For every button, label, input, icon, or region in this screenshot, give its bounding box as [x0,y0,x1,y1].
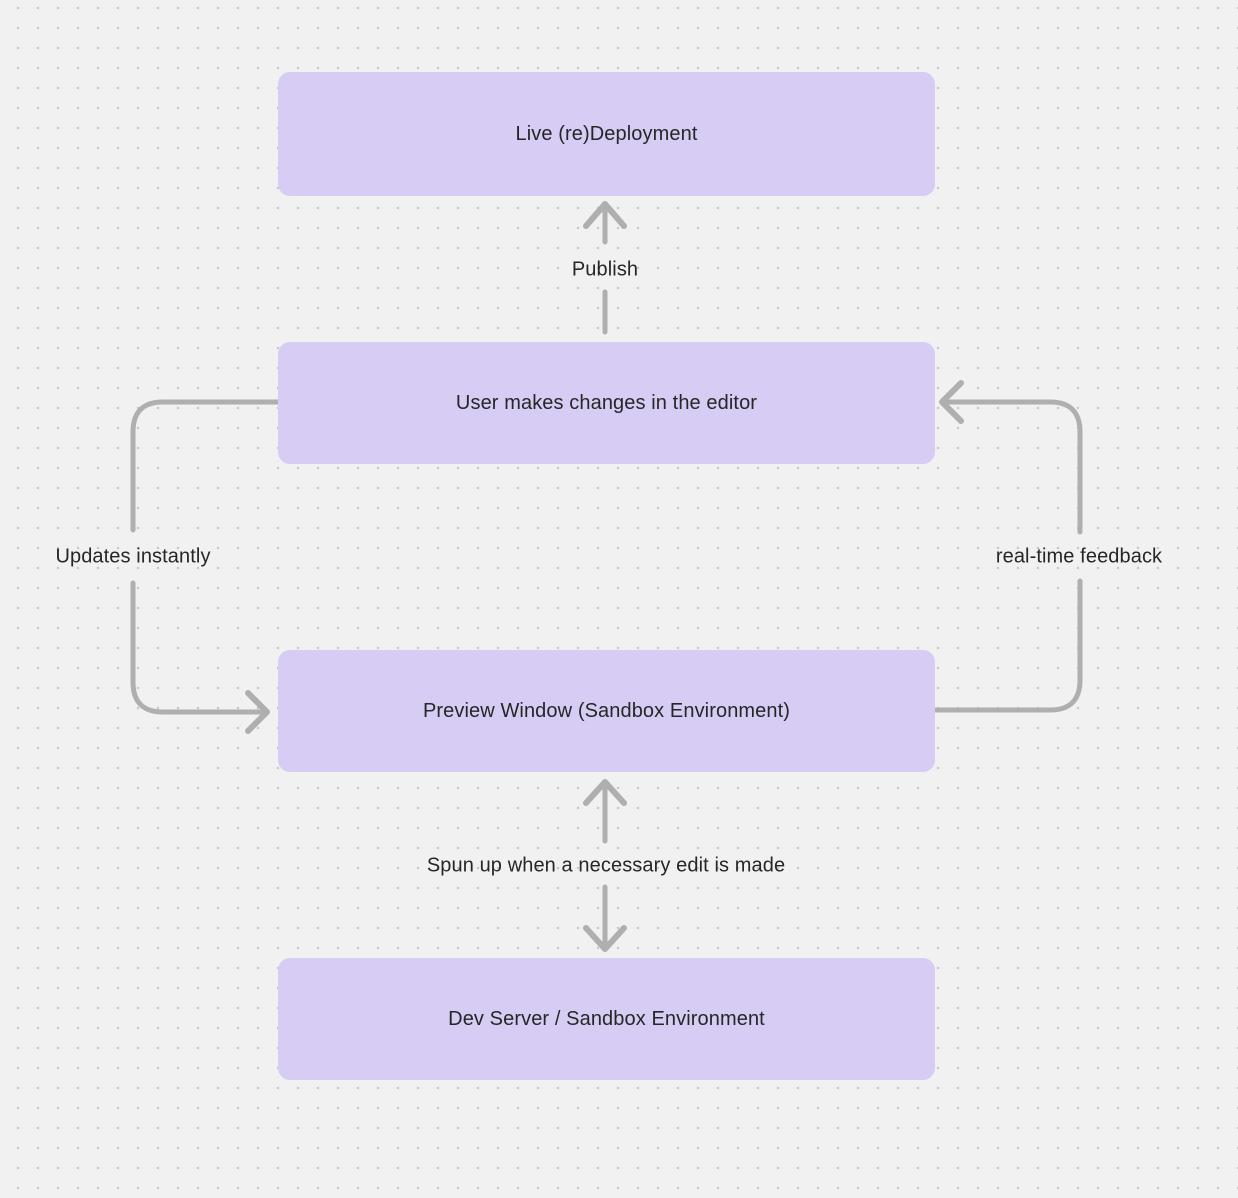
node-dev-server-label: Dev Server / Sandbox Environment [448,1007,765,1030]
node-live-redeployment-label: Live (re)Deployment [515,122,698,145]
edge-label-publish: Publish [571,258,639,281]
edge-spun-up-arrows [583,779,627,952]
node-dev-server[interactable]: Dev Server / Sandbox Environment [278,958,935,1080]
node-user-editor[interactable]: User makes changes in the editor [278,342,935,464]
edge-updates-instantly-arrow [130,399,281,734]
edge-label-spun-up: Spun up when a necessary edit is made [426,854,786,877]
edge-publish-arrow [583,201,627,335]
edge-label-realtime-feedback: real-time feedback [995,545,1163,568]
node-user-editor-label: User makes changes in the editor [455,391,758,414]
node-live-redeployment[interactable]: Live (re)Deployment [278,72,935,196]
edge-realtime-feedback-arrow [932,380,1083,713]
node-preview-window[interactable]: Preview Window (Sandbox Environment) [278,650,935,772]
node-preview-window-label: Preview Window (Sandbox Environment) [422,699,791,722]
edge-label-updates-instantly: Updates instantly [55,545,211,568]
